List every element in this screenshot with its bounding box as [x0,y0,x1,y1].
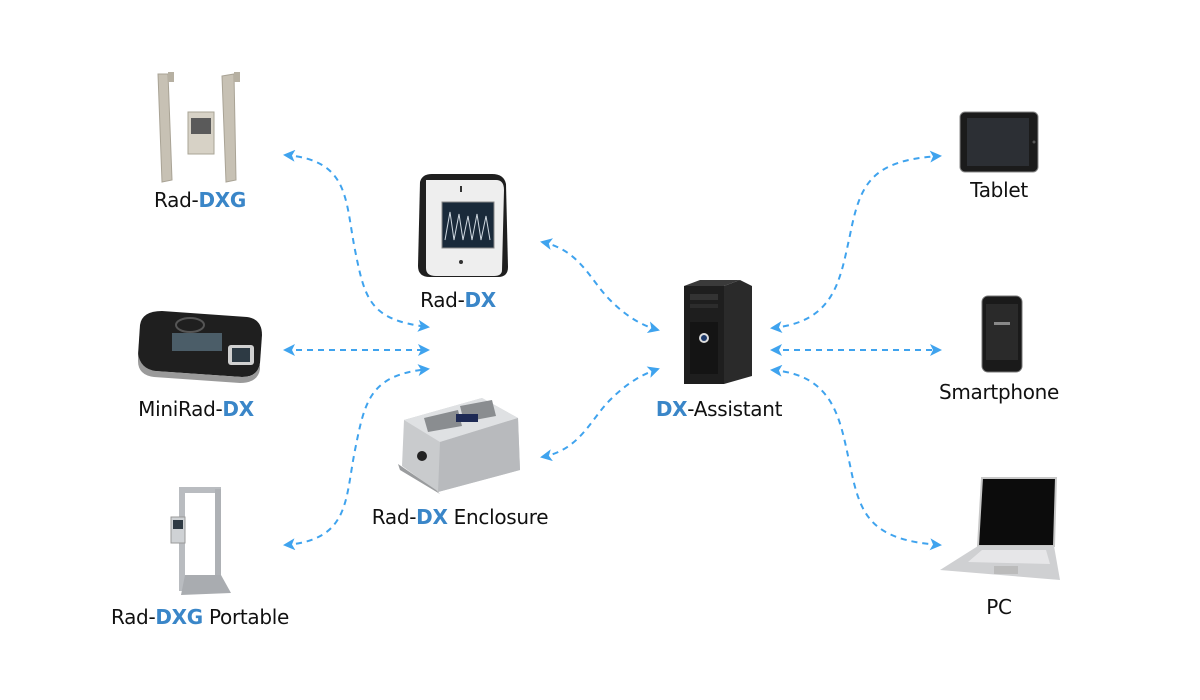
smartphone-device-icon [981,295,1023,373]
pc-label: PC [986,595,1012,619]
tablet-device-icon [959,111,1039,173]
rad-dx-label: Rad-DX [420,288,496,312]
rad-dxg-portable-device-icon [170,487,231,595]
server-device-icon [684,280,752,384]
smartphone-label: Smartphone [938,380,1060,404]
minirad-dx-device-icon [138,311,262,383]
rad-dxg-portable-label: Rad-DXG Portable [110,605,290,629]
rad-dx-enclosure-label: Rad-DX Enclosure [371,505,549,529]
edge-pc [770,364,942,551]
minirad-dx-label: MiniRad-DX [138,397,254,421]
rad-dxg-device-icon [157,72,240,183]
edge-rad-dxg-portable [283,364,430,551]
laptop-device-icon [940,477,1060,580]
edge-rad-dx-enclosure [540,366,660,462]
rad-dxg-label: Rad-DXG [154,188,246,212]
rad-dx-device-icon [418,174,508,277]
tablet-label: Tablet [970,178,1028,202]
dx-assistant-label: DX-Assistant [655,397,783,421]
edge-tablet [770,150,942,334]
edge-rad-dx [540,238,660,334]
rad-dx-enclosure-device-icon [398,398,520,494]
edge-rad-dxg [283,149,430,332]
